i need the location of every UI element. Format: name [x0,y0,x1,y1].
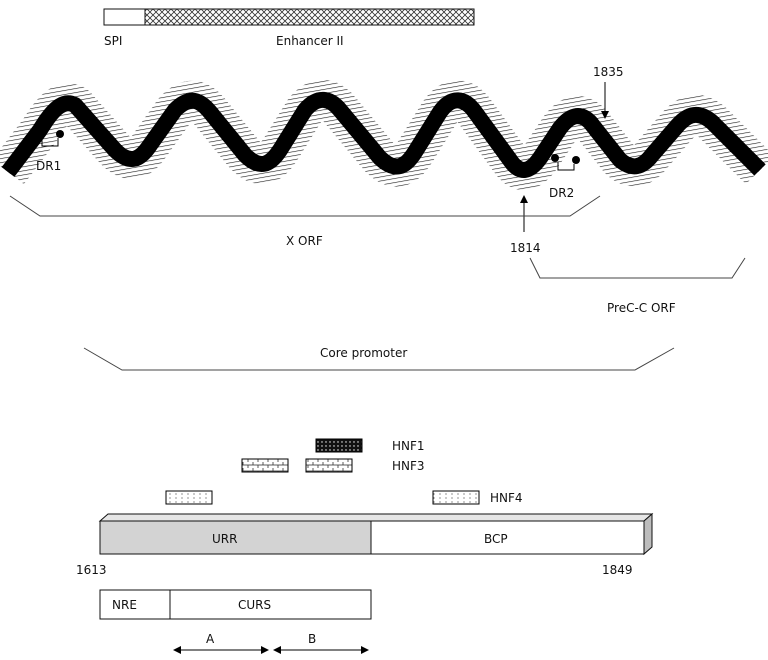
enhancer-bar [103,8,475,26]
nre-box [99,589,171,620]
hnf4-site-right [432,490,480,505]
prec-orf-label: PreC-C ORF [607,301,676,315]
nre-label: NRE [112,598,137,612]
spi-label: SPI [104,34,122,48]
spi-box [103,8,146,26]
core-promoter-bracket [83,347,675,371]
helix-strand-outline [5,96,763,174]
bcp-box [370,520,645,555]
dr2-marker [551,154,580,171]
dna-helix [0,79,768,190]
hnf4-site-left [165,490,213,505]
start-pos-label: 1613 [76,563,107,577]
x-orf-bracket [9,195,601,217]
hnf3-label: HNF3 [392,459,425,473]
enhancer-label: Enhancer II [276,34,344,48]
b-label: B [308,632,316,646]
enhancer-box [144,8,475,26]
curs-label: CURS [238,598,271,612]
dr2-label: DR2 [549,186,574,200]
prec-orf-bracket [529,257,746,279]
end-pos-label: 1849 [602,563,633,577]
urr-label: URR [212,532,237,546]
promoter-bar-side [643,512,653,556]
hnf3-site-left [241,458,289,473]
curs-box [169,589,372,620]
x-orf-label: X ORF [286,234,323,248]
hnf3-site-right [305,458,353,473]
hnf1-label: HNF1 [392,439,425,453]
pos-1835-label: 1835 [593,65,624,79]
a-label: A [206,632,215,646]
dr1-label: DR1 [36,159,61,173]
core-promoter-label: Core promoter [320,346,407,360]
bcp-label: BCP [484,532,508,546]
promoter-bar-top [98,513,654,522]
hnf4-label: HNF4 [490,491,523,505]
promoter-bar [98,512,654,556]
pos-1814-label: 1814 [510,241,541,255]
dr1-marker [41,130,64,147]
hnf1-site [315,438,363,453]
